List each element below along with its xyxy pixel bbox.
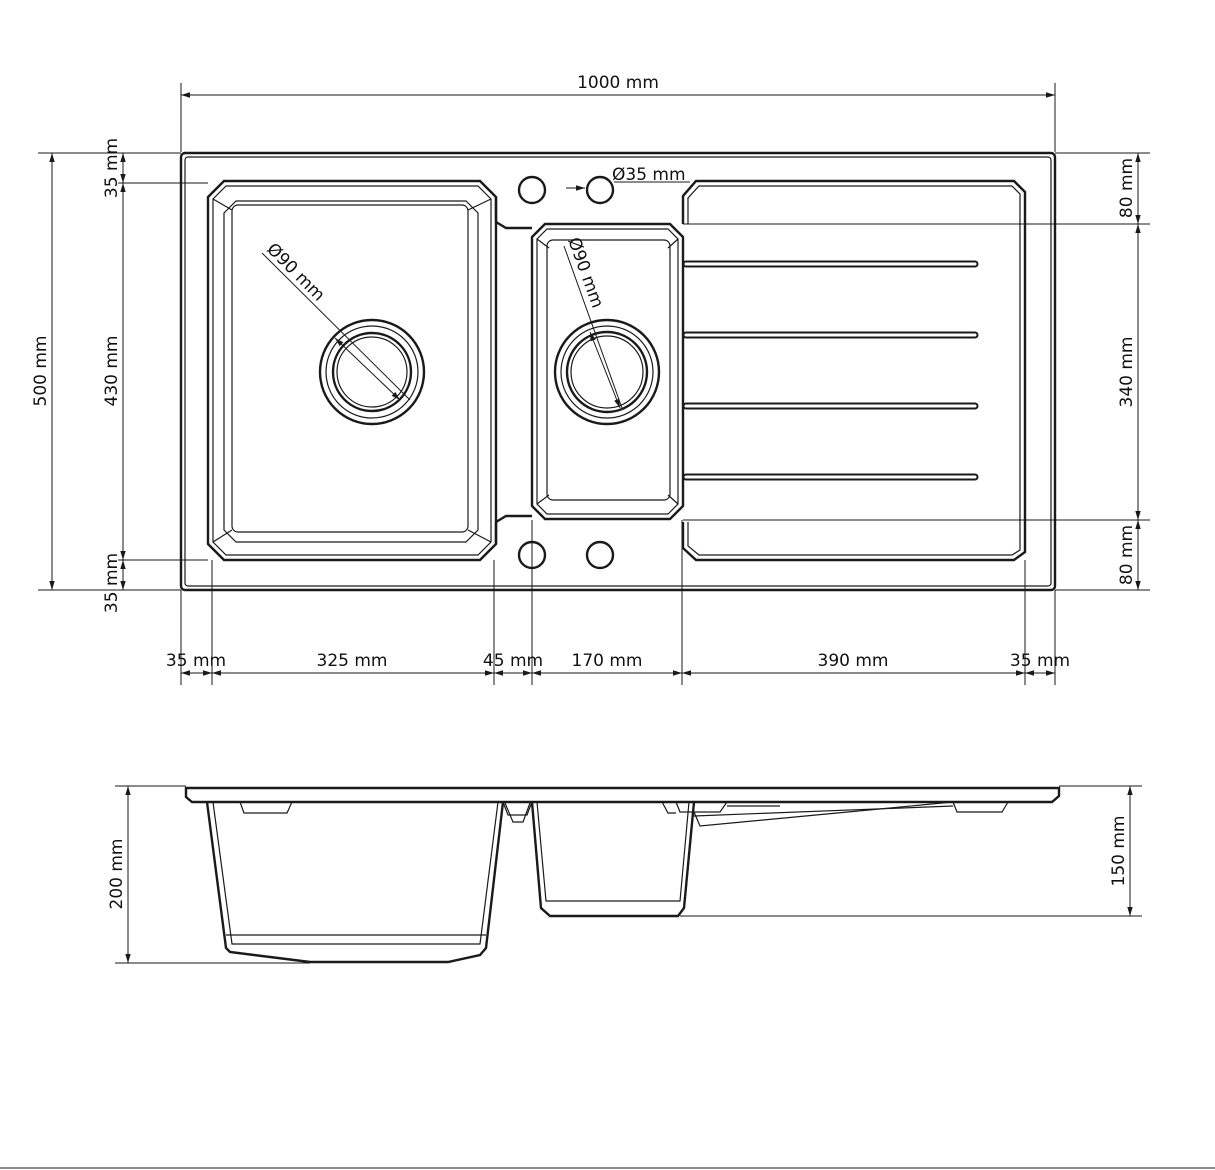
side-dimensions: 200 mm 150 mm	[107, 785, 1142, 964]
side-view	[184, 786, 1061, 964]
large-drain	[318, 318, 426, 426]
dim-drainer-width: 390 mm	[818, 651, 889, 671]
dim-total-depth: 500 mm	[31, 336, 51, 407]
dim-drain-large: Ø90 mm	[262, 239, 328, 305]
dim-right-rim: 35 mm	[1010, 651, 1070, 671]
side-small-bowl	[530, 801, 696, 918]
dim-drainer-bottom-gap: 80 mm	[1117, 525, 1137, 585]
dim-drainer-depth: 340 mm	[1117, 337, 1137, 408]
large-bowl	[206, 179, 498, 562]
dim-tap-hole: Ø35 mm	[612, 165, 686, 185]
small-drain	[553, 318, 661, 426]
side-rim	[184, 786, 1061, 804]
top-view	[179, 151, 1057, 592]
dim-drain-small: Ø90 mm	[563, 235, 607, 311]
top-dimensions: 1000 mm 500 mm 35 mm 430 mm 35 mm 80 mm …	[31, 73, 1150, 685]
dim-divider: 45 mm	[483, 651, 543, 671]
dim-left-rim: 35 mm	[166, 651, 226, 671]
dim-small-bowl-width: 170 mm	[572, 651, 643, 671]
dim-drainer-top-gap: 80 mm	[1117, 158, 1137, 218]
dim-total-width: 1000 mm	[577, 73, 659, 93]
dim-rim-top: 35 mm	[102, 138, 122, 198]
drainer-board	[681, 179, 1027, 562]
divider-notch	[494, 197, 532, 230]
dim-rim-bottom: 35 mm	[102, 553, 122, 613]
dim-small-bowl-height: 150 mm	[1109, 816, 1129, 887]
small-bowl	[530, 222, 685, 521]
dim-large-bowl-height: 200 mm	[107, 839, 127, 910]
dim-bowl-depth: 430 mm	[102, 336, 122, 407]
dim-large-bowl-width: 325 mm	[317, 651, 388, 671]
sink-outline	[179, 151, 1057, 592]
side-large-bowl	[205, 801, 505, 964]
side-drainer	[675, 801, 728, 813]
